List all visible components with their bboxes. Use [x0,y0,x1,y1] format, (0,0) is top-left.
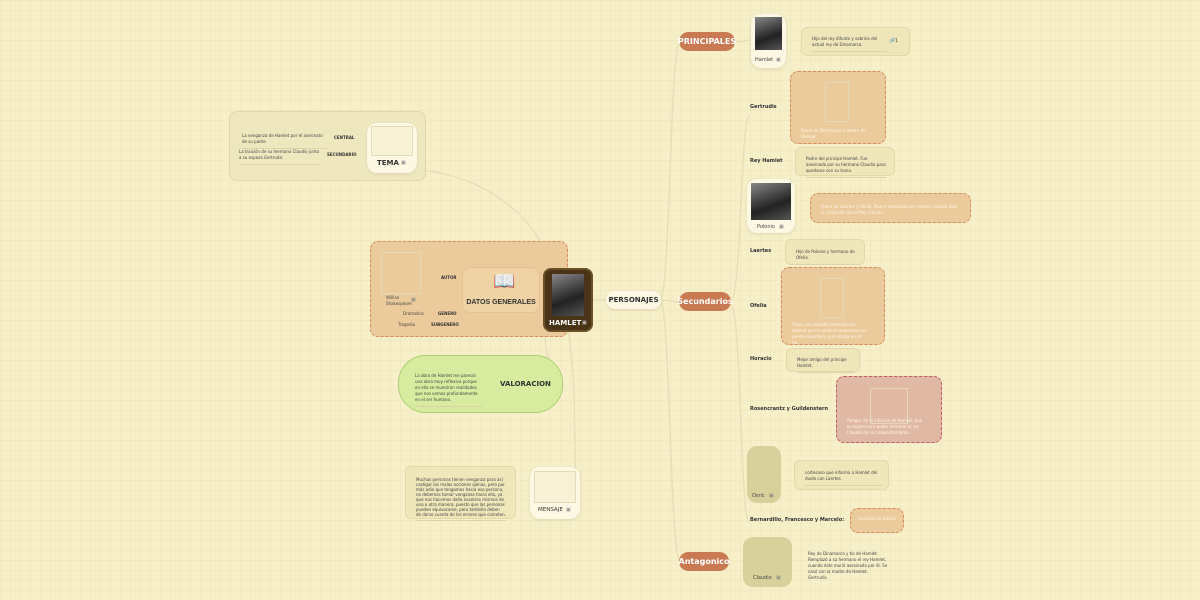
hamlet-node[interactable]: Hamlet ▣ [751,14,786,68]
ofelia-note-box [781,267,885,345]
ofelia-note: Tiene una relación amorosa con Hamlet pe… [792,322,866,345]
laertes-label[interactable]: Laertes [750,248,772,254]
note-icon: ▣ [776,575,781,581]
gertrudis-label[interactable]: Gertrudis [750,104,777,110]
autor-value: Willian Shakespeare [386,295,412,306]
open-book-icon: 📖 [493,271,516,292]
horacio-note: Mejor amigo del principe Hamlet. [797,357,855,373]
valoracion-label: VALORACION [500,380,551,388]
claudio-label: Claudio [753,575,772,581]
gertrudis-note: Reina de Dinamarca y madre de Hamlet. [801,128,866,139]
datos-label: DATOS GENERALES [466,299,536,306]
note-icon: ▣ [582,320,587,326]
horacio-label[interactable]: Horacio [750,356,772,362]
link-count: 1 [895,38,899,44]
mensaje-note: Muchas personas tienen venganza para así… [416,477,506,521]
osric-note: cortesano que informa a Hamlet del duelo… [805,470,883,486]
tema-central-note: La venganza de Hamlet por el asesinato d… [242,133,327,149]
guardias-note-box: Guardias de Elsinor [850,508,904,533]
note-icon: ▣ [401,160,406,166]
mensaje-label: MENSAJE [538,507,563,513]
hamlet-note: Hijo del rey difunto y sobrino del actua… [812,36,887,52]
osric-node[interactable]: Osric ▣ [747,446,781,503]
mensaje-node[interactable]: MENSAJE ▣ [530,467,580,519]
link-icon[interactable]: 🔗 [889,38,896,44]
note-icon: ▣ [776,57,781,63]
guardias-label[interactable]: Bernardillo, Francesco y Marcelo: [750,517,845,523]
rey-hamlet-label[interactable]: Rey Hamlet [750,158,783,164]
note-icon: ▣ [566,507,571,513]
image-placeholder-icon [820,278,844,318]
autor-label: AUTOR [441,275,457,280]
antagonico-node[interactable]: Antagonico [679,552,730,571]
note-icon: ▣ [769,493,774,499]
rosencrantz-note: Amigos de la infancia de Hamlet, que lo … [847,418,923,435]
central-label: HAMLET [549,319,582,327]
subgenero-label: SUBGENERO [431,322,459,327]
tema-secundario-note: La traición de su hermano Claudio junto … [239,149,321,165]
image-placeholder-icon [870,388,908,424]
laertes-note: Hijo de Polonio y hermano de Ofelia. [796,249,858,265]
polonio-label: Polonio [757,224,775,230]
secundarios-node[interactable]: Secundarios [677,292,733,311]
polonio-image [751,183,791,220]
claudio-node[interactable]: Claudio ▣ [743,537,792,587]
tema-central-label: CENTRAL [334,135,355,140]
ofelia-label[interactable]: Ofelia [750,303,767,309]
valoracion-cloud[interactable] [398,355,563,413]
claudio-note: Rey de Dinamarca y tío de Hamlet. Rempla… [808,551,888,580]
rosencrantz-note-box [836,376,942,443]
tema-secundario-label: SECUNDARIO [327,152,357,157]
polonio-note: Padre de Laertes y Ofelia. Muere asesina… [821,204,958,215]
horacio-note-box [786,348,860,372]
datos-node[interactable]: 📖 DATOS GENERALES [462,267,540,313]
polonio-node[interactable]: Polonio ▣ [747,179,795,233]
rey-hamlet-note: Padre del principe Hamlet. Fue asesinado… [806,156,886,178]
guardias-note: Guardias de Elsinor [857,516,897,521]
hamlet-label: Hamlet [755,57,774,63]
rey-hamlet-note-box [795,147,895,176]
polonio-note-box [810,193,971,223]
osric-label: Osric [752,493,765,499]
gertrudis-note-box [790,71,886,144]
tema-label: TEMA [377,159,399,167]
mensaje-note-box [405,466,516,519]
principales-node[interactable]: PRINCIPALES [678,32,736,51]
image-placeholder-icon [381,252,421,294]
tema-node[interactable]: TEMA ▣ [367,123,417,173]
central-node[interactable]: HAMLET ▣ [543,268,593,332]
image-placeholder-icon [371,126,413,156]
valoracion-note: La obra de Hamlet me pareció una obra mu… [415,373,483,407]
genero-value: Dramatico [403,311,424,316]
image-placeholder-icon [534,471,576,503]
hamlet-image [755,17,782,50]
personajes-label: PERSONAJES [608,296,659,304]
personajes-node[interactable]: PERSONAJES [606,291,661,309]
note-icon: ▣ [779,224,784,230]
subgenero-value: Tragedia [398,322,416,327]
note-icon: ▣ [411,297,416,303]
rosencrantz-guildenstern-label[interactable]: Rosencrantz y Guildenstern [750,406,829,412]
hamlet-portrait-image [552,274,584,316]
image-placeholder-icon [825,82,849,122]
genero-label: GENERO [438,311,457,316]
